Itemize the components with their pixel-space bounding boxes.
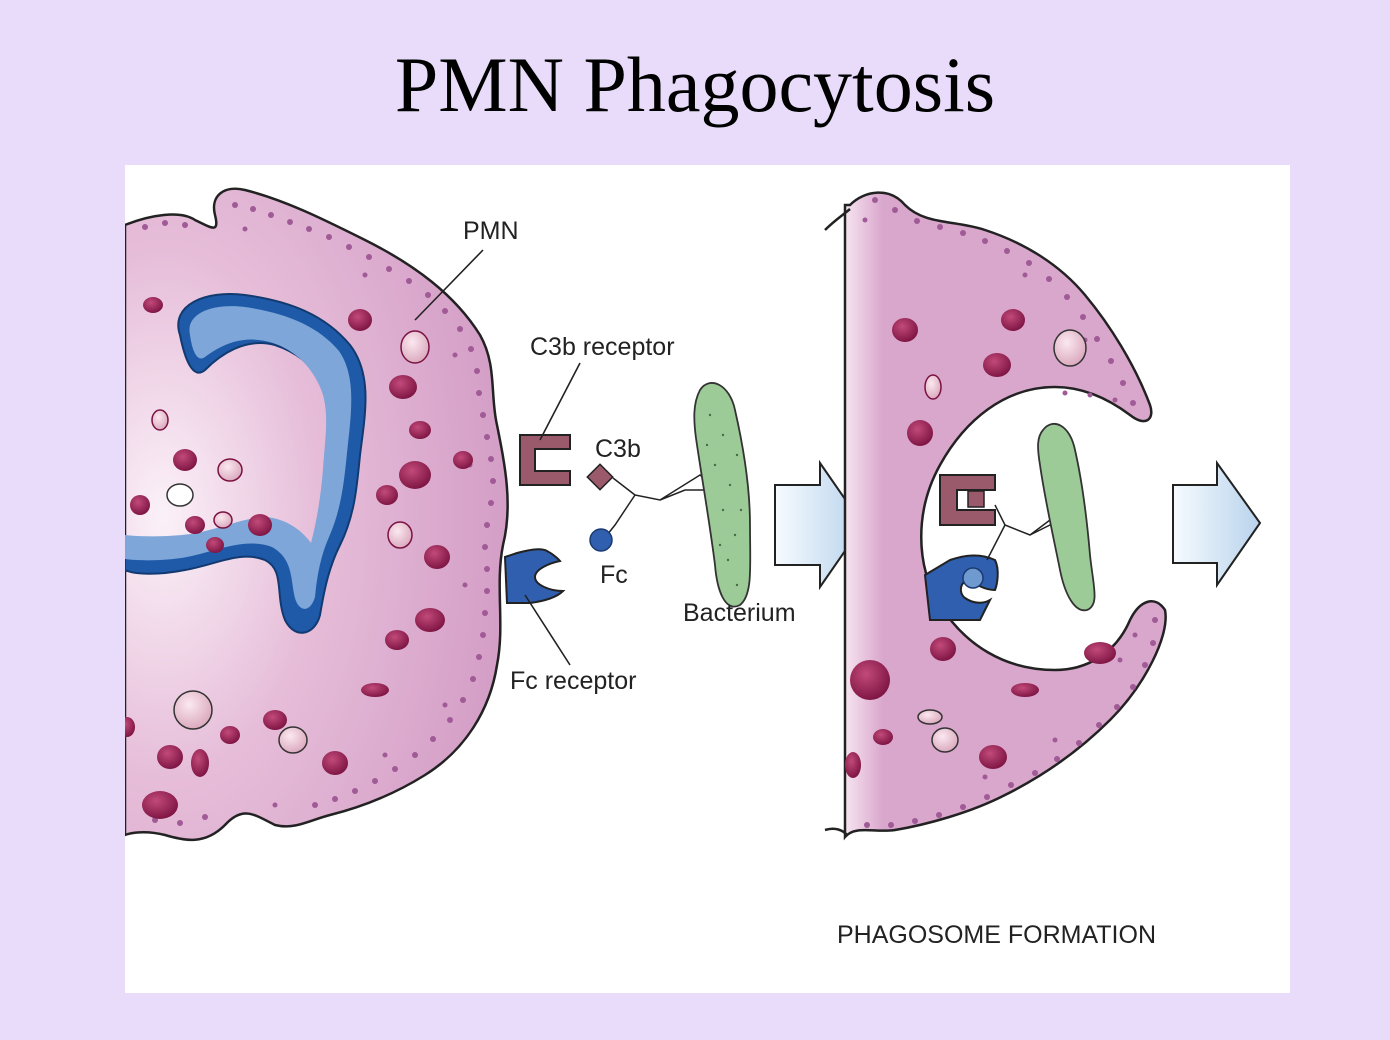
label-bacterium: Bacterium <box>683 599 796 627</box>
label-leaders <box>414 249 581 666</box>
process-arrow-2 <box>1172 459 1262 589</box>
membrane-granules-left <box>142 202 496 826</box>
slide-title: PMN Phagocytosis <box>394 41 996 128</box>
diagram-panel: PMN C3b receptor C3b Fc Bacterium Fc rec… <box>125 165 1290 993</box>
label-fc: Fc <box>600 561 628 589</box>
fc-molecule <box>589 528 613 552</box>
process-arrow-1 <box>774 459 865 591</box>
phagocytosis-diagram: PMN C3b receptor C3b Fc Bacterium Fc rec… <box>125 187 1262 949</box>
granules-left <box>125 297 473 819</box>
label-c3b: C3b <box>595 435 641 463</box>
label-fc-receptor: Fc receptor <box>510 667 636 695</box>
granules-right <box>845 309 1116 778</box>
fc-receptor-bound <box>923 554 999 621</box>
c3b-receptor-bound <box>939 474 996 526</box>
c3b-receptor <box>519 434 571 486</box>
fc-bound <box>962 567 984 589</box>
label-c3b-receptor: C3b receptor <box>530 333 675 361</box>
nucleus-lobe <box>125 306 352 609</box>
membrane-granules-right <box>862 197 1158 828</box>
fc-receptor <box>503 548 566 604</box>
bacterium <box>693 382 752 608</box>
label-caption: PHAGOSOME FORMATION <box>837 921 1156 949</box>
pmn-cell-right <box>824 191 1167 841</box>
c3b-bound <box>967 490 985 508</box>
bacterium-engulfed <box>1037 423 1096 612</box>
pmn-cell-left <box>125 187 509 842</box>
label-pmn: PMN <box>463 217 519 245</box>
c3b-molecule <box>586 463 614 491</box>
